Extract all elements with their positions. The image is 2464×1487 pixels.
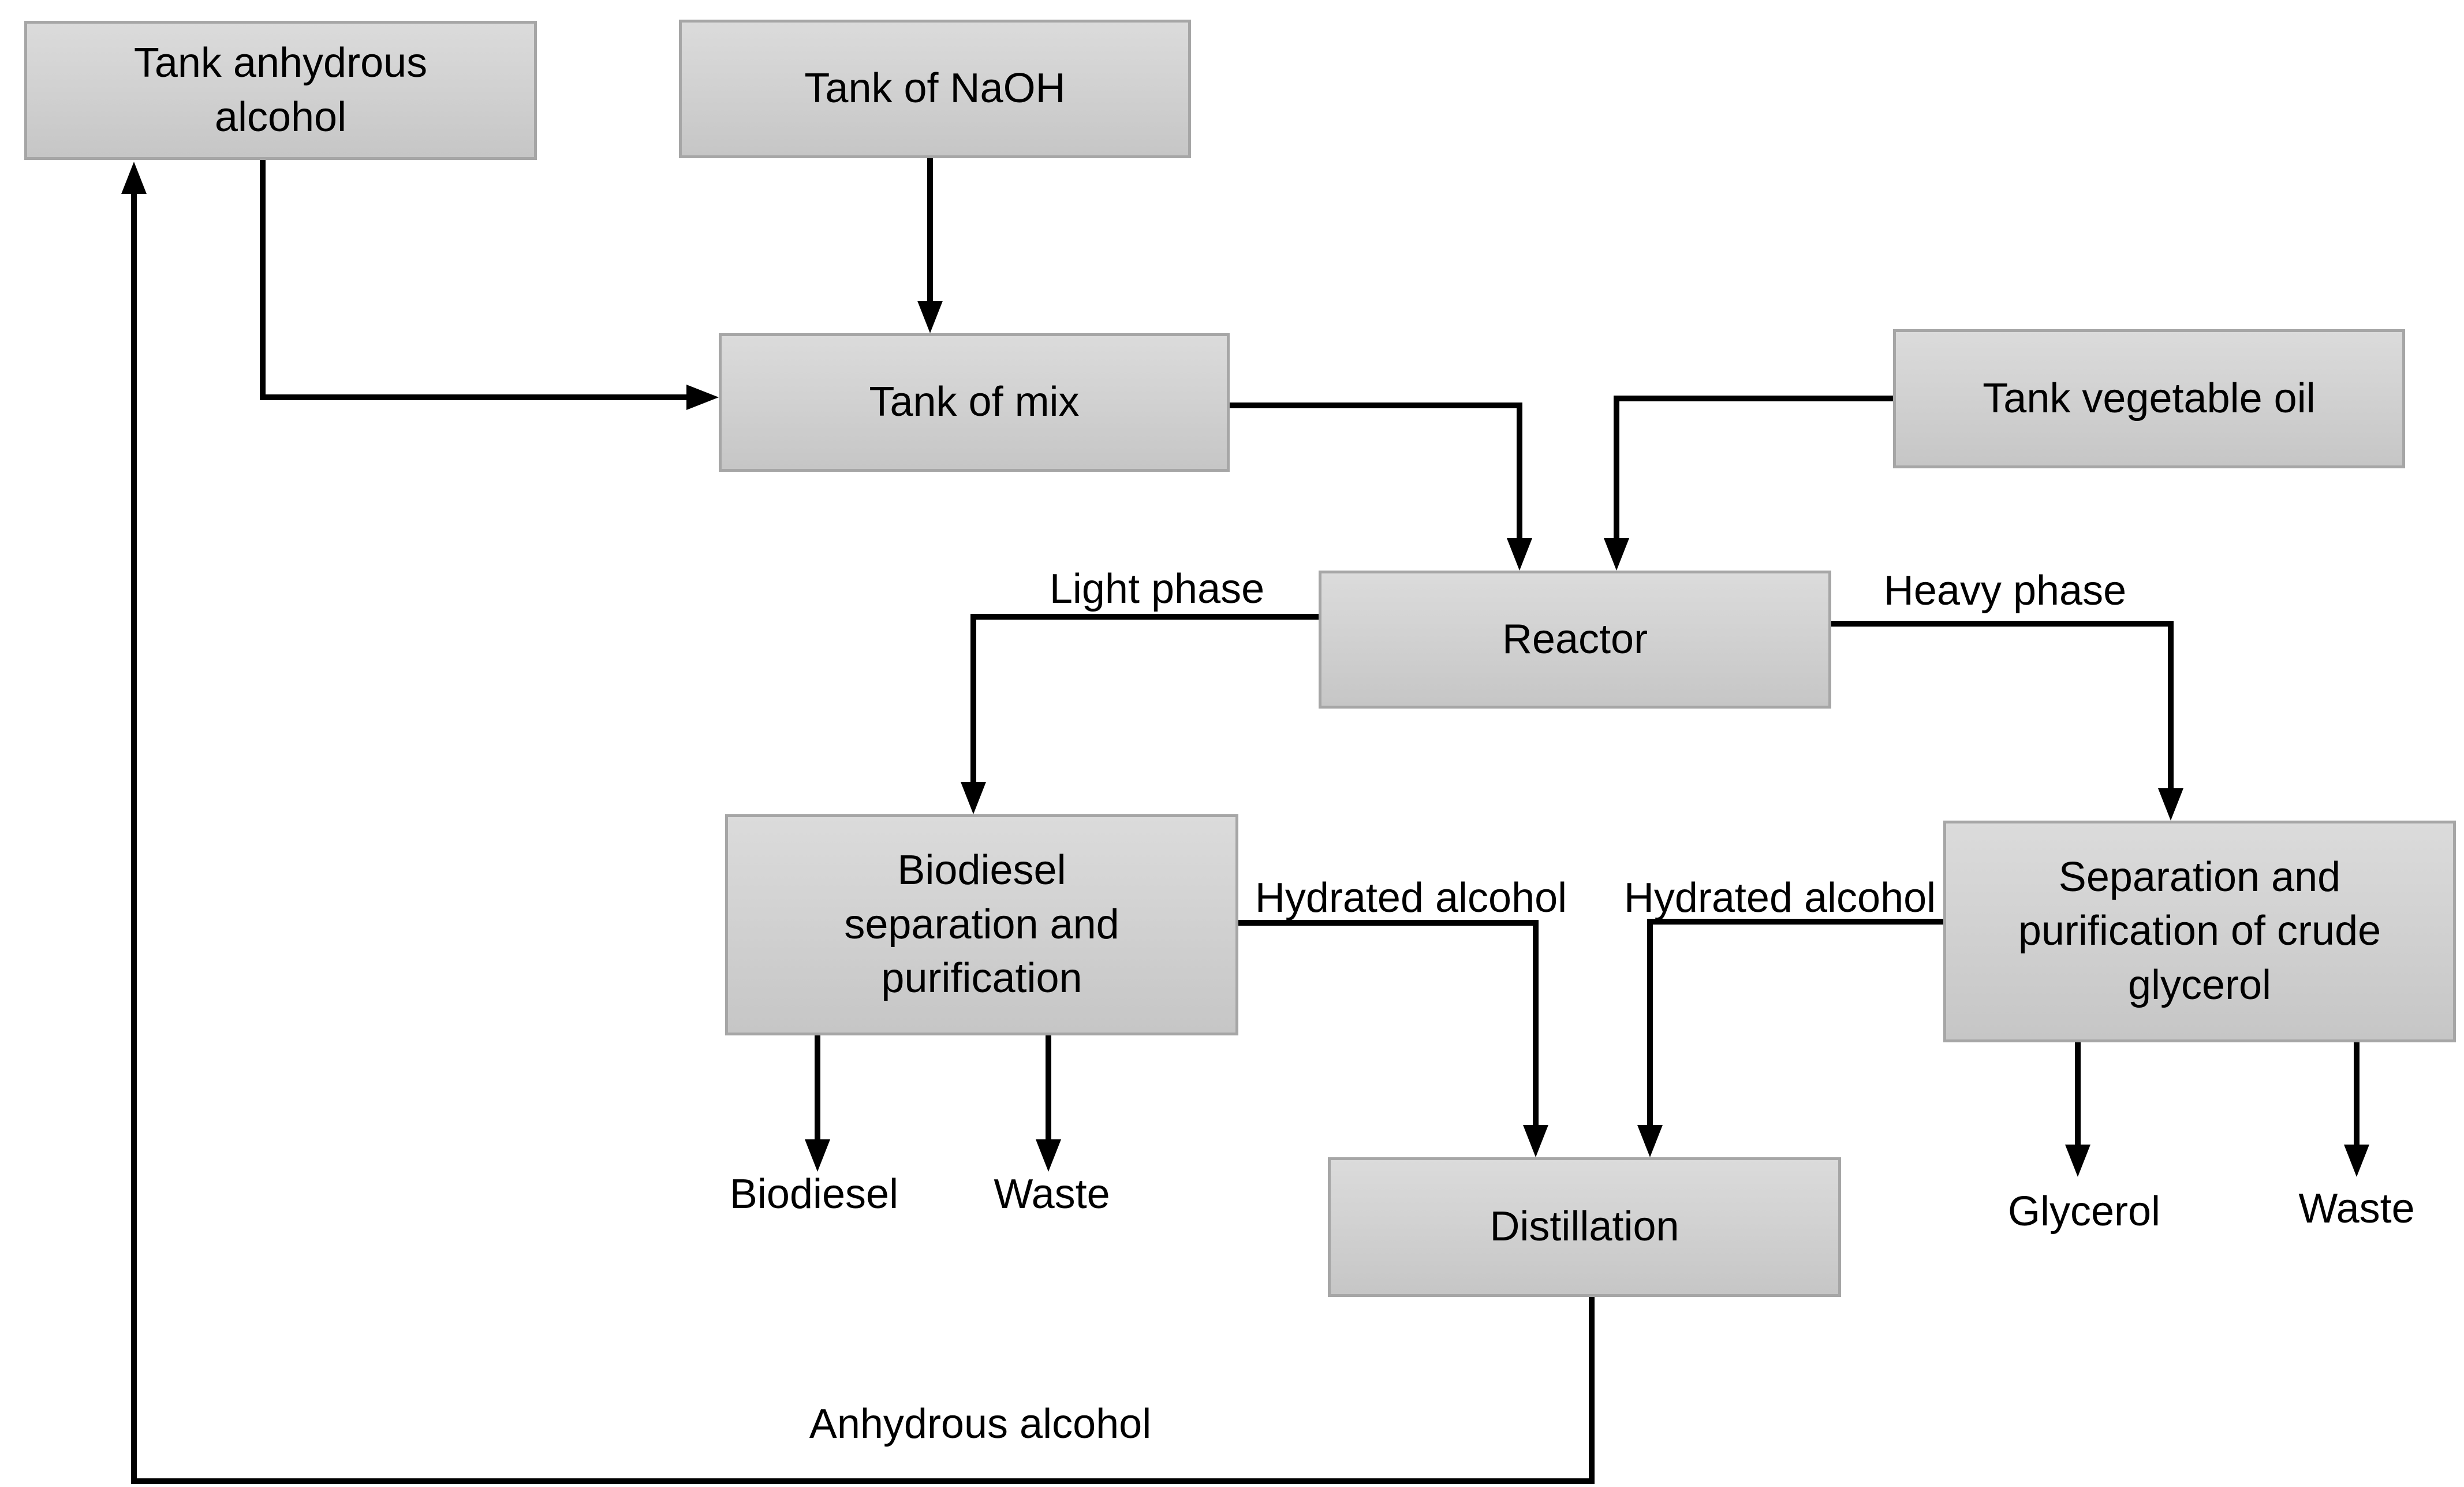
edge-to-biodiesel-arrowhead <box>805 1139 830 1172</box>
edge-naoh-to-mix-arrowhead <box>917 301 943 333</box>
edge-hydrated-left-line-h <box>1238 920 1539 926</box>
label-light-phase: Light phase <box>1049 565 1265 612</box>
label-heavy-phase: Heavy phase <box>1883 567 2127 614</box>
edge-vegoil-to-reactor-arrowhead <box>1604 538 1629 571</box>
edge-hydrated-right-line-v <box>1647 919 1653 1125</box>
edge-to-waste-left-line <box>1046 1035 1051 1139</box>
label-anhydrous-alcohol-recycle: Anhydrous alcohol <box>809 1400 1152 1447</box>
node-tank-of-naoh: Tank of NaOH <box>679 20 1191 158</box>
edge-anhydrous-to-mix-line-v <box>260 160 266 400</box>
edge-to-glycerol-arrowhead <box>2065 1145 2090 1177</box>
edge-vegoil-to-reactor-line-h <box>1614 396 1893 401</box>
edge-to-glycerol-line <box>2075 1042 2081 1145</box>
edge-mix-to-reactor-line-h <box>1230 403 1522 408</box>
edge-recycle-line-bottom <box>131 1478 1595 1484</box>
edge-to-waste-left-arrowhead <box>1036 1139 1061 1172</box>
node-separation-and-purification-of-crude-glycerol: Separation and purification of crude gly… <box>1943 821 2456 1042</box>
edge-recycle-arrowhead <box>121 162 147 194</box>
edge-anhydrous-to-mix-arrowhead <box>686 385 719 410</box>
edge-to-waste-right-line <box>2354 1042 2360 1145</box>
edge-anhydrous-to-mix-line-h <box>260 394 688 400</box>
node-distillation: Distillation <box>1328 1157 1841 1297</box>
edge-heavy-phase-line-v <box>2168 621 2174 788</box>
edge-light-phase-line-h <box>970 614 1319 620</box>
edge-hydrated-left-line-v <box>1533 920 1539 1125</box>
edge-hydrated-left-arrowhead <box>1523 1125 1548 1157</box>
edge-hydrated-right-line-h <box>1647 919 1943 925</box>
node-reactor: Reactor <box>1319 571 1831 709</box>
edge-heavy-phase-line-h <box>1831 621 2174 627</box>
label-hydrated-alcohol-left: Hydrated alcohol <box>1255 874 1567 921</box>
node-tank-vegetable-oil: Tank vegetable oil <box>1893 329 2405 468</box>
label-glycerol-output: Glycerol <box>2007 1188 2161 1235</box>
edge-light-phase-line-v <box>970 614 976 782</box>
edge-vegoil-to-reactor-line-v <box>1614 396 1619 539</box>
edge-naoh-to-mix-line <box>927 158 933 301</box>
label-waste-right-output: Waste <box>2298 1185 2415 1232</box>
edge-to-biodiesel-line <box>815 1035 820 1139</box>
label-hydrated-alcohol-right: Hydrated alcohol <box>1623 874 1936 921</box>
label-biodiesel-output: Biodiesel <box>729 1171 899 1217</box>
edge-mix-to-reactor-line-v <box>1517 403 1522 539</box>
edge-recycle-line-down <box>1589 1297 1595 1484</box>
node-tank-of-mix: Tank of mix <box>719 333 1230 472</box>
label-waste-left-output: Waste <box>994 1171 1110 1217</box>
edge-mix-to-reactor-arrowhead <box>1507 538 1532 571</box>
edge-light-phase-arrowhead <box>961 782 986 814</box>
edge-to-waste-right-arrowhead <box>2344 1145 2369 1177</box>
node-biodiesel-separation-and-purification: Biodiesel separation and purification <box>725 814 1238 1035</box>
node-tank-anhydrous-alcohol: Tank anhydrous alcohol <box>24 21 537 160</box>
edge-recycle-line-up <box>131 193 137 1484</box>
edge-hydrated-right-arrowhead <box>1637 1125 1663 1157</box>
edge-heavy-phase-arrowhead <box>2158 788 2183 821</box>
